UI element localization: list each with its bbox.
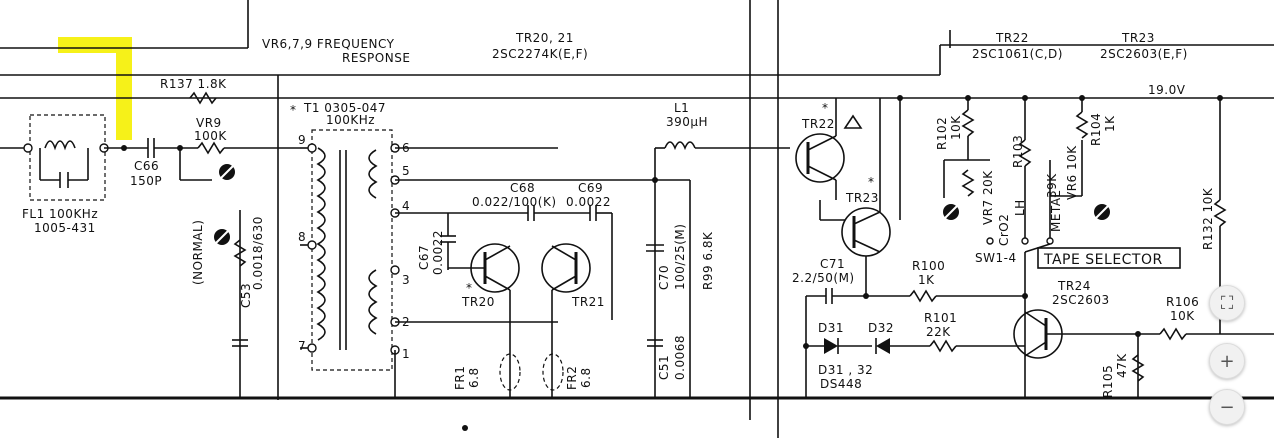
zoom-out-button[interactable]: − bbox=[1209, 389, 1245, 425]
c69-value: 0.0022 bbox=[566, 195, 611, 209]
r105-label: R105 bbox=[1101, 365, 1115, 398]
l1-label: L1 bbox=[674, 101, 689, 115]
tr23-star: * bbox=[868, 175, 875, 189]
tr22-label: TR22 bbox=[801, 117, 835, 131]
d32-label: D32 bbox=[868, 321, 894, 335]
tr21-label: TR21 bbox=[571, 295, 605, 309]
c70-label: C70 bbox=[657, 265, 671, 290]
pin-7: 7 bbox=[298, 339, 306, 353]
r104-value: 1K bbox=[1103, 115, 1117, 132]
pin-3: 3 bbox=[402, 273, 410, 287]
tr24-label: TR24 bbox=[1057, 279, 1091, 293]
zoom-in-button[interactable]: + bbox=[1209, 343, 1245, 379]
r100-value: 1K bbox=[918, 273, 935, 287]
r106-label: R106 bbox=[1166, 295, 1199, 309]
c69-label: C69 bbox=[578, 181, 603, 195]
c68-value: 0.022/100(K) bbox=[472, 195, 557, 209]
cro2-label: CrO2 bbox=[997, 214, 1011, 246]
tr2021-label: TR20, 21 bbox=[515, 31, 574, 45]
tape-selector-label: TAPE SELECTOR bbox=[1043, 252, 1163, 268]
vr9-value: 100K bbox=[194, 129, 227, 143]
c68-label: C68 bbox=[510, 181, 535, 195]
sw1-label: SW1-4 bbox=[975, 251, 1017, 265]
vr679-label: VR6,7,9 FREQUENCY bbox=[262, 37, 395, 51]
tr23-part: 2SC2603(E,F) bbox=[1100, 47, 1188, 61]
metal-label: METAL bbox=[1049, 190, 1063, 232]
tr2021-part: 2SC2274K(E,F) bbox=[492, 47, 588, 61]
t1-freq: 100KHz bbox=[326, 113, 375, 127]
tr22-star: * bbox=[822, 101, 829, 115]
r102-value: 10K bbox=[949, 115, 963, 140]
lh-label: LH bbox=[1013, 199, 1027, 216]
d3132-label: D31 , 32 bbox=[818, 363, 873, 377]
fr2-label: FR2 bbox=[565, 366, 579, 390]
c70-value: 100/25(M) bbox=[673, 224, 687, 290]
fr2-value: 6.8 bbox=[579, 367, 593, 388]
tr20-label: TR20 bbox=[461, 295, 495, 309]
r106-value: 10K bbox=[1170, 309, 1195, 323]
r132-label: R132 10K bbox=[1201, 187, 1215, 250]
c53-label: C53 bbox=[239, 283, 253, 308]
pin-4: 4 bbox=[402, 199, 410, 213]
tr24-part: 2SC2603 bbox=[1052, 293, 1110, 307]
tr22-title: TR22 bbox=[995, 31, 1029, 45]
c51-label: C51 bbox=[657, 355, 671, 380]
tr22-part: 2SC1061(C,D) bbox=[972, 47, 1063, 61]
fr1-label: FR1 bbox=[453, 366, 467, 390]
plus-icon: + bbox=[1219, 350, 1235, 372]
vr6-label: VR6 10K bbox=[1065, 145, 1079, 200]
c67-label: C67 bbox=[417, 245, 431, 270]
pin-8: 8 bbox=[298, 230, 306, 244]
r100-label: R100 bbox=[912, 259, 945, 273]
c51-value: 0.0068 bbox=[673, 335, 687, 380]
r101-value: 22K bbox=[926, 325, 951, 339]
v19-label: 19.0V bbox=[1148, 83, 1186, 97]
r104-label: R104 bbox=[1089, 113, 1103, 146]
pin-1: 1 bbox=[402, 347, 410, 361]
ds448-label: DS448 bbox=[820, 377, 862, 391]
r102-label: R102 bbox=[935, 117, 949, 150]
d31-label: D31 bbox=[818, 321, 844, 335]
fit-screen-button[interactable]: ⛶ bbox=[1209, 285, 1245, 321]
fl1-label: FL1 100KHz bbox=[22, 207, 98, 221]
c66-value: 150P bbox=[130, 174, 162, 188]
tr23-label: TR23 bbox=[845, 191, 879, 205]
normal-label: (NORMAL) bbox=[191, 220, 205, 285]
c66-label: C66 bbox=[134, 159, 159, 173]
c53-value: 0.0018/630 bbox=[251, 216, 265, 290]
r103-value: 39K bbox=[1045, 173, 1059, 198]
response-label: RESPONSE bbox=[342, 51, 410, 65]
r105-value: 47K bbox=[1115, 353, 1129, 378]
vr7-label: VR7 20K bbox=[981, 170, 995, 225]
tr20-star: * bbox=[466, 281, 473, 295]
r101-label: R101 bbox=[924, 311, 957, 325]
t1-label: T1 0305-047 bbox=[303, 101, 386, 115]
fr1-value: 6.8 bbox=[467, 367, 481, 388]
fl1-part: 1005-431 bbox=[34, 221, 96, 235]
r137-label: R137 1.8K bbox=[160, 77, 227, 91]
pin-9: 9 bbox=[298, 133, 306, 147]
vr9-label: VR9 bbox=[196, 116, 222, 130]
fit-icon: ⛶ bbox=[1220, 292, 1234, 314]
r103-label: R103 bbox=[1011, 135, 1025, 168]
tr23-title: TR23 bbox=[1121, 31, 1155, 45]
pin-5: 5 bbox=[402, 164, 410, 178]
highlight-annotation bbox=[58, 37, 132, 140]
c71-value: 2.2/50(M) bbox=[792, 271, 855, 285]
l1-value: 390μH bbox=[666, 115, 708, 129]
c71-label: C71 bbox=[820, 257, 845, 271]
t1-star: * bbox=[290, 103, 297, 117]
minus-icon: − bbox=[1219, 396, 1235, 418]
r99-label: R99 6.8K bbox=[701, 231, 715, 290]
